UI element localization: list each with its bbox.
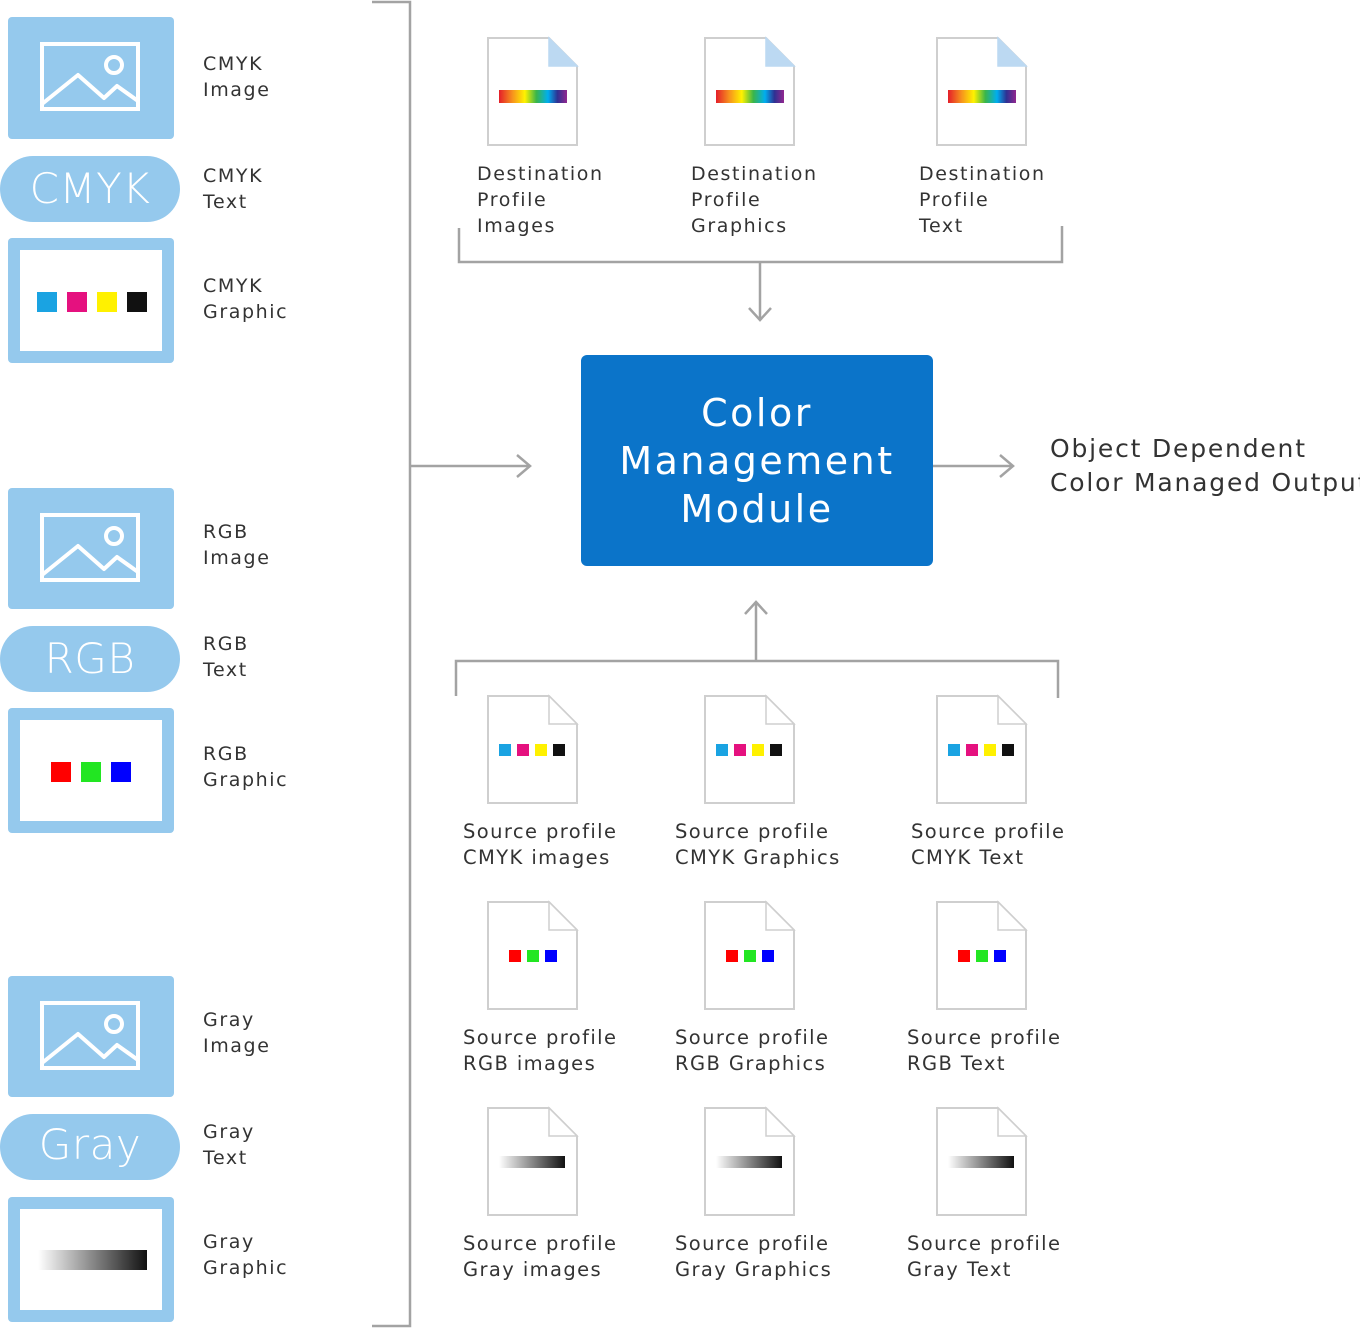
cyan-swatch — [37, 292, 57, 312]
magenta-swatch — [67, 292, 87, 312]
source-profile-cmyk-doc-icon — [936, 694, 1028, 804]
cmyk-graphic-tile — [8, 238, 174, 363]
cmyk-text-pill: CMYK — [0, 156, 180, 222]
color-swatch — [1002, 744, 1014, 756]
color-swatch — [994, 950, 1006, 962]
destination-profile-doc-icon — [487, 36, 579, 146]
rgb-text-pill: RGB — [0, 626, 180, 692]
red-swatch — [51, 762, 71, 782]
color-swatch — [545, 950, 557, 962]
green-swatch — [81, 762, 101, 782]
blue-swatch — [111, 762, 131, 782]
color-swatch — [726, 950, 738, 962]
color-swatch — [762, 950, 774, 962]
color-swatch — [517, 744, 529, 756]
color-swatch — [984, 744, 996, 756]
source-profile-gray-doc-icon — [936, 1106, 1028, 1216]
spectrum-bar — [716, 90, 784, 103]
color-swatch — [770, 744, 782, 756]
source-profile-cmyk-doc-icon — [704, 694, 796, 804]
source-profile-gray-doc-icon — [487, 1106, 579, 1216]
source-bracket — [454, 600, 1060, 698]
image-icon — [40, 42, 140, 111]
module-line: Module — [680, 486, 834, 531]
gray-gradient-bar — [499, 1156, 565, 1168]
image-icon — [40, 1001, 140, 1070]
input-bracket — [372, 0, 532, 1328]
gray-gradient-bar — [948, 1156, 1014, 1168]
gray-gradient-bar — [716, 1156, 782, 1168]
gray-text-pill: Gray — [0, 1114, 180, 1180]
source-profile-rgb-doc-icon — [704, 900, 796, 1010]
rgb-image-tile — [8, 488, 174, 609]
source-profile-gray-doc-icon — [704, 1106, 796, 1216]
color-swatch — [553, 744, 565, 756]
color-swatch — [716, 744, 728, 756]
color-swatch — [948, 744, 960, 756]
color-swatch — [527, 950, 539, 962]
color-swatch — [976, 950, 988, 962]
rgb-graphic-tile — [8, 708, 174, 833]
gray-image-tile — [8, 976, 174, 1097]
black-swatch — [127, 292, 147, 312]
image-icon — [40, 513, 140, 582]
color-swatch — [499, 744, 511, 756]
destination-bracket — [457, 226, 1064, 322]
yellow-swatch — [97, 292, 117, 312]
source-profile-rgb-doc-icon — [487, 900, 579, 1010]
color-swatch — [752, 744, 764, 756]
color-swatch — [509, 950, 521, 962]
spectrum-bar — [499, 90, 567, 103]
source-profile-cmyk-doc-icon — [487, 694, 579, 804]
destination-profile-doc-icon — [936, 36, 1028, 146]
module-line: Management — [619, 438, 895, 483]
module-line: Color — [701, 390, 813, 435]
cmyk-image-tile — [8, 17, 174, 139]
gray-graphic-tile — [8, 1197, 174, 1322]
output-arrow — [933, 454, 1015, 478]
gray-gradient-swatch — [38, 1250, 147, 1270]
color-swatch — [966, 744, 978, 756]
source-profile-rgb-doc-icon — [936, 900, 1028, 1010]
color-swatch — [535, 744, 547, 756]
color-swatch — [744, 950, 756, 962]
profile-documents — [487, 36, 1028, 1216]
destination-profile-doc-icon — [704, 36, 796, 146]
spectrum-bar — [948, 90, 1016, 103]
color-swatch — [734, 744, 746, 756]
color-management-module: Color Management Module — [581, 355, 933, 566]
color-swatch — [958, 950, 970, 962]
